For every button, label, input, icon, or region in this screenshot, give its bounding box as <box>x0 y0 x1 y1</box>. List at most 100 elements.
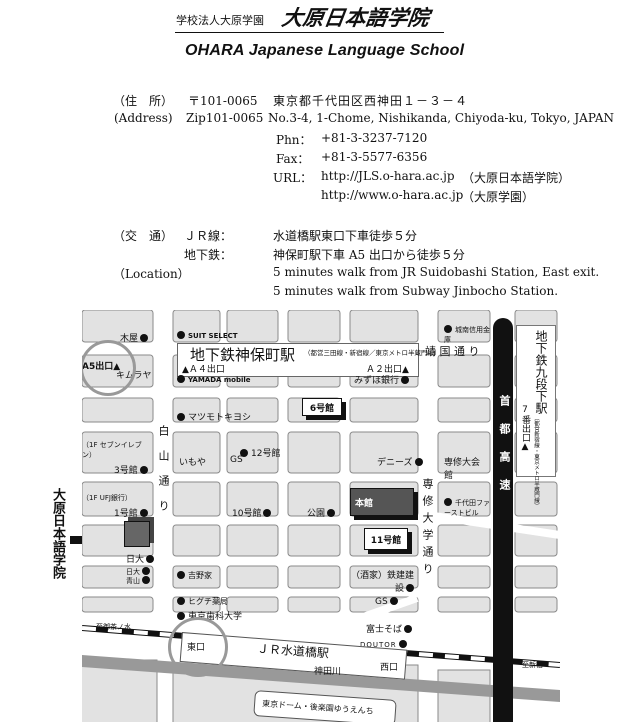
city-block <box>226 310 279 343</box>
city-block <box>437 397 491 423</box>
city-block <box>82 397 154 423</box>
city-block <box>172 481 221 517</box>
school-building-icon <box>124 521 150 547</box>
hakusan-dori-label: 白山通り <box>157 425 170 525</box>
city-block <box>349 310 419 343</box>
city-block <box>514 481 558 517</box>
landmark-koen: 公園 <box>307 506 335 519</box>
access-map: 地下鉄神保町駅 （都営三田線・新宿線／東京メトロ半蔵門線） ▲Ａ４出口 Ａ２出口… <box>82 310 560 722</box>
landmark-seven-eleven: （1F セブンイレブン） <box>82 441 142 459</box>
phone-label: Phn： <box>276 133 312 147</box>
url-jls-note: （大原日本語学院） <box>462 171 571 185</box>
landmark-yamada: YAMADA mobile <box>177 375 251 384</box>
landmark-nichidai-1: 日大 <box>126 552 154 565</box>
city-block <box>349 397 419 423</box>
landmark-aoyama: 青山 <box>126 576 150 586</box>
city-block <box>437 524 491 557</box>
city-block <box>287 596 341 613</box>
diagonal-road <box>330 594 419 632</box>
subway-directions-jp: 神保町駅下車 A5 出口から徒歩５分 <box>273 248 465 262</box>
landmark-tekken: （酒家）鉄建建設 <box>344 568 414 594</box>
jinbocho-lines: （都営三田線・新宿線／東京メトロ半蔵門線） <box>304 349 441 357</box>
landmark-doutor: DOUTOR <box>360 640 407 649</box>
east-exit-highlight <box>168 617 228 677</box>
kanda-river-label: 神田川 <box>314 667 342 677</box>
city-block <box>287 431 341 474</box>
to-shinjuku: 至新宿 <box>522 661 543 669</box>
city-block <box>226 524 279 557</box>
building-6: 6号館 <box>302 398 342 416</box>
landmark-ufj: （1F UFJ銀行） <box>82 494 132 502</box>
kudanshita-station-box <box>516 325 556 477</box>
city-block <box>287 524 341 557</box>
jinbocho-station-box <box>177 343 419 377</box>
building-3: 3号館 <box>114 463 148 476</box>
jr-label: ＪＲ線： <box>184 229 233 243</box>
url-ohara-link[interactable]: http://www.o-hara.ac.jp <box>321 188 464 202</box>
landmark-higuchi: ヒグチ薬局 <box>177 596 228 607</box>
address-label-en: (Address) <box>114 111 173 125</box>
city-block <box>437 354 491 388</box>
school-name-en: OHARA Japanese Language School <box>185 42 465 59</box>
access-label-jp: （交 通） <box>113 229 174 243</box>
landmark-suit-select: SUIT SELECT <box>177 331 238 340</box>
senshu-dori-label: 専修大学通り <box>421 478 434 580</box>
address-label-jp: （住 所） <box>113 94 174 108</box>
fax-label: Fax： <box>276 152 310 166</box>
fax-value: +81-3-5577-6356 <box>321 150 428 164</box>
jinbocho-station-label: 地下鉄神保町駅 <box>190 346 296 364</box>
landmark-gs-2: GS <box>375 597 398 607</box>
landmark-chiyoda-first: 千代田ファーストビル <box>444 498 494 518</box>
url-label: URL： <box>273 171 313 185</box>
expressway-label: 首都高速 <box>498 395 511 507</box>
header-rule <box>175 10 444 33</box>
school-name-jp: 大原日本語学院 <box>280 6 431 30</box>
landmark-kiya: 木屋 <box>120 331 148 344</box>
yasukuni-dori-label: 靖 国 通 り <box>425 345 480 358</box>
expressway <box>493 318 513 722</box>
landmark-fuji-soba: 富士そば <box>366 622 412 635</box>
landmark-matsumoto: マツモトキヨシ <box>177 410 251 423</box>
landmark-dennys: デニーズ <box>377 455 423 468</box>
landmark-gs-1: GS <box>230 455 243 465</box>
url-jls-link[interactable]: http://JLS.o-hara.ac.jp <box>321 169 455 183</box>
url-ohara-note: （大原学園） <box>462 190 535 204</box>
subway-label: 地下鉄： <box>184 248 233 262</box>
building-honkan: 本館 <box>350 488 414 516</box>
city-block <box>172 431 221 474</box>
school-location-label: 大原日本語学院 <box>50 488 65 579</box>
city-block <box>287 310 341 343</box>
zip-en: Zip101-0065 <box>186 111 264 125</box>
subway-directions-en: 5 minutes walk from Subway Jinbocho Stat… <box>273 284 559 298</box>
exit-a5-highlight <box>82 340 136 396</box>
landmark-yoshinoya: 吉野家 <box>177 570 212 581</box>
city-block <box>226 565 279 589</box>
landmark-senshu-kaikan: 専修大会館 <box>444 458 481 481</box>
landmark-dental-univ: 東京歯科大学 <box>177 609 242 622</box>
city-block <box>437 596 491 613</box>
city-block <box>82 596 154 613</box>
city-block <box>437 431 491 474</box>
zip-jp: 〒101-0065 <box>188 94 258 108</box>
landmark-imoya: いもや <box>179 458 207 468</box>
address-en: No.3-4, 1-Chome, Nishikanda, Chiyoda-ku,… <box>268 111 614 125</box>
building-11: 11号館 <box>364 528 408 550</box>
jr-directions-en: 5 minutes walk from JR Suidobashi Statio… <box>273 265 600 279</box>
city-block <box>172 524 221 557</box>
jr-directions-jp: 水道橋駅東口下車徒歩５分 <box>273 229 418 243</box>
phone-value: +81-3-3237-7120 <box>321 131 428 145</box>
exit-a4: ▲Ａ４出口 <box>182 365 225 375</box>
city-block <box>514 565 558 589</box>
landmark-johnan: 城南信用金庫 <box>444 325 494 345</box>
building-10: 10号館 <box>232 506 271 519</box>
city-block <box>437 565 491 589</box>
west-exit-label: 西口 <box>380 663 399 673</box>
landmark-nichidai-2: 日大 <box>126 567 150 577</box>
to-ochanomizu: 至御茶ノ水 <box>96 623 131 631</box>
kudanshita-station-label: 地下鉄九段下駅 <box>534 330 548 414</box>
address-jp: 東京都千代田区西神田１－３－４ <box>273 94 469 108</box>
exit-a2: Ａ２出口▲ <box>366 365 409 375</box>
landmark-mizuho: みずほ銀行 <box>354 373 409 386</box>
building-12: 12号館 <box>240 446 280 459</box>
building-1: 1号館 <box>114 506 148 519</box>
